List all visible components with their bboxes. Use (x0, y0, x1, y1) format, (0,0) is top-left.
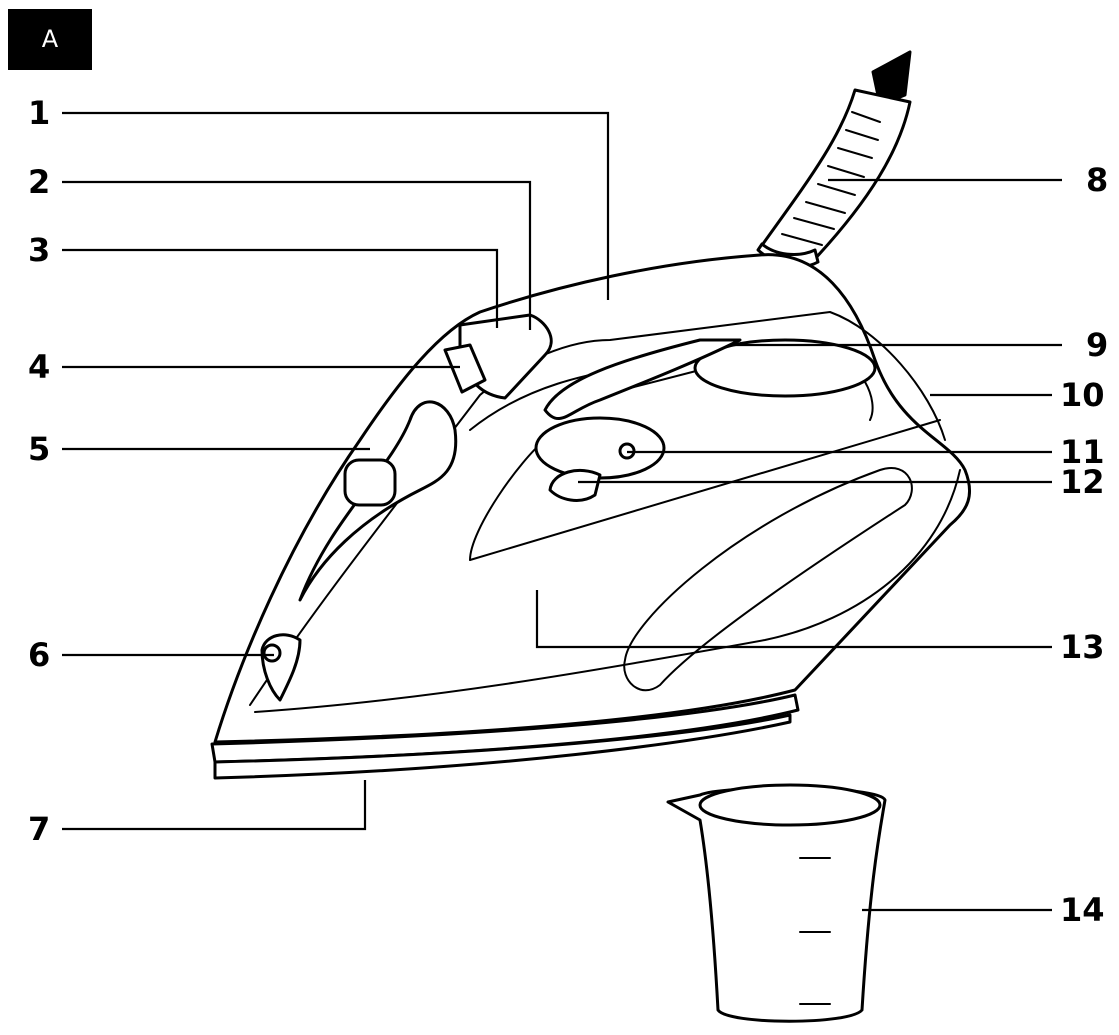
figure-badge-label: A (8, 9, 92, 70)
callout-4: 4 (28, 348, 50, 386)
power-cord (758, 52, 910, 267)
iron-body (212, 255, 970, 778)
callout-5: 5 (28, 430, 50, 468)
self-clean-dial (536, 418, 664, 478)
callout-14: 14 (1060, 891, 1105, 929)
callout-13: 13 (1060, 628, 1105, 666)
measuring-cup (668, 785, 885, 1021)
callout-3: 3 (28, 231, 50, 269)
callout-7: 7 (28, 810, 50, 848)
callout-9: 9 (1086, 326, 1108, 364)
callout-8: 8 (1086, 161, 1108, 199)
callout-10: 10 (1060, 376, 1105, 414)
callout-2: 2 (28, 163, 50, 201)
callout-6: 6 (28, 636, 50, 674)
callout-12: 12 (1060, 463, 1105, 501)
callout-1: 1 (28, 94, 50, 132)
steam-control-knob (345, 460, 395, 505)
